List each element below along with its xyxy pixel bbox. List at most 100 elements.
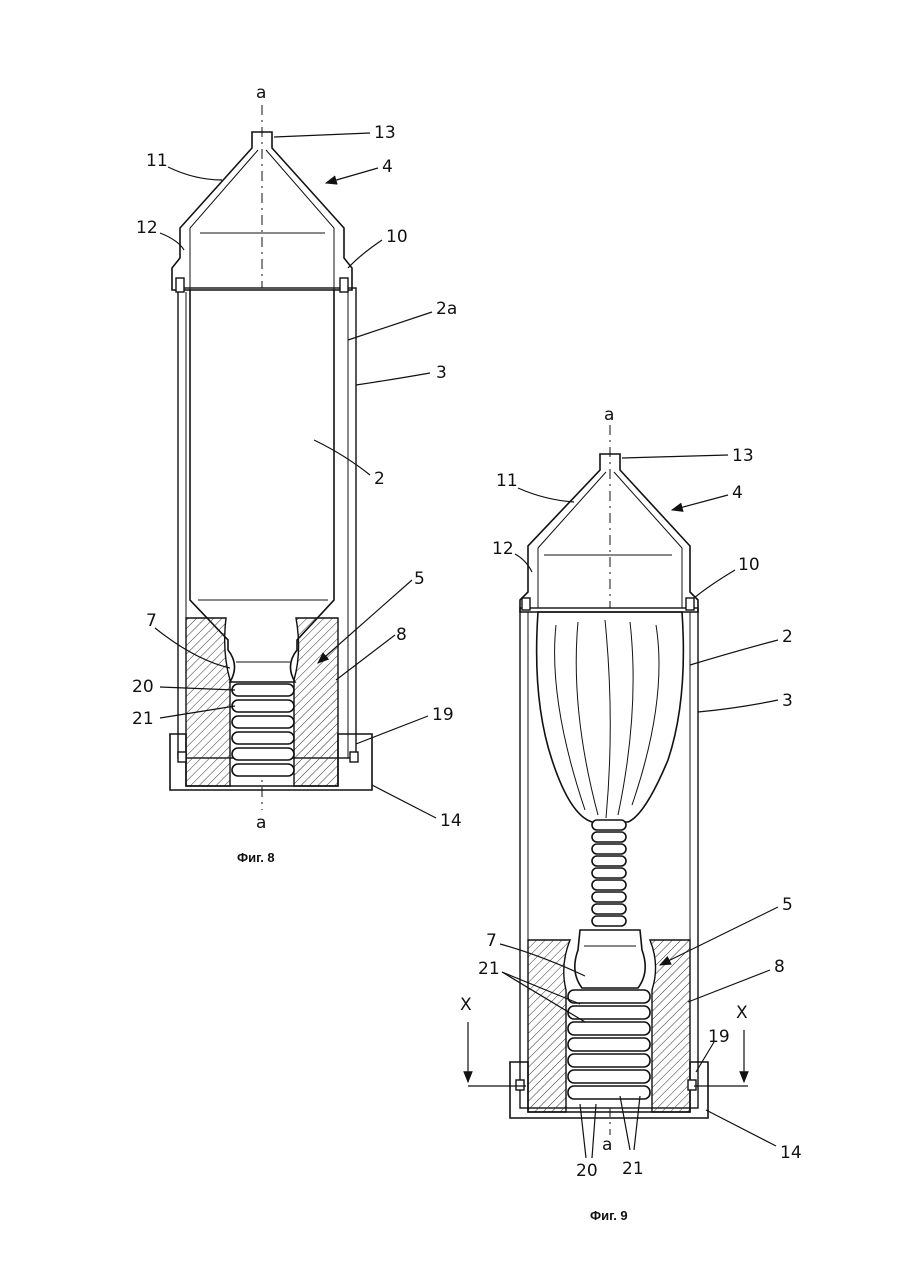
fig8-coil [232, 748, 294, 760]
fig9-neck-ring [592, 868, 626, 878]
fig9-label: 20 [576, 1161, 598, 1181]
fig8-coil [232, 700, 294, 712]
fig9-axis-label-bottom: a [602, 1135, 612, 1155]
fig8-base-clip-right [350, 752, 358, 762]
fig9-leader-10 [694, 570, 735, 598]
fig8-leader-2a [348, 312, 432, 340]
fig9-neck-ring [592, 820, 626, 830]
fig8-coil [232, 764, 294, 776]
fig9-neck-ring [592, 856, 626, 866]
fig9-leader-11 [518, 488, 574, 502]
fig8-label: 19 [432, 705, 454, 725]
fig8-leader-13 [274, 133, 370, 137]
fig8-coil [232, 716, 294, 728]
fig9-spring [568, 990, 650, 1099]
fig8-label: 13 [374, 123, 396, 143]
fig9-coil [568, 1022, 650, 1035]
fig8-leader-3 [356, 373, 430, 385]
fig9-section-label-right: X [736, 1003, 748, 1023]
fig9-label: 21 [622, 1159, 644, 1179]
fig9-neck-ring [592, 892, 626, 902]
fig9-label: 21 [478, 959, 500, 979]
fig8-label: 2 [374, 469, 385, 489]
fig8-base-clip-left [178, 752, 186, 762]
fig9-label: 10 [738, 555, 760, 575]
fig9-neck-ring [592, 880, 626, 890]
fig9-holder-right [650, 940, 690, 1112]
fig8-clip-right [340, 278, 348, 292]
fig9-clip-left [522, 598, 530, 610]
fig9-leader-4 [672, 495, 728, 510]
fig8-leader-10 [348, 240, 382, 268]
fig9-coil [568, 1006, 650, 1019]
fig9-axis-label-top: a [604, 405, 614, 425]
fig9-base-clip-right [688, 1080, 696, 1090]
fig9-corrugated-neck [592, 820, 626, 926]
fig9-coil [568, 1086, 650, 1099]
fig9-cap-inner-right [614, 472, 682, 608]
fig8-leader-14 [372, 785, 436, 818]
fig9-coil [568, 1054, 650, 1067]
fig9-coil [568, 1038, 650, 1051]
fig9-section-label-left: X [460, 995, 472, 1015]
fig9-neck-ring [592, 916, 626, 926]
fig9-label: 12 [492, 539, 514, 559]
fig9-neck-ring [592, 832, 626, 842]
fig8-holder-left [186, 618, 230, 786]
fig9-base-clip-left [516, 1080, 524, 1090]
fig8-label: 7 [146, 611, 157, 631]
fig9-leader-2 [690, 640, 778, 665]
fig9-leader-8 [688, 970, 770, 1002]
fig9-neck-ring [592, 844, 626, 854]
fig8-label: 12 [136, 218, 158, 238]
fig8-label: 3 [436, 363, 447, 383]
fig9-label: 14 [780, 1143, 802, 1163]
fig9-cap [520, 454, 698, 612]
fig8-label: 20 [132, 677, 154, 697]
fig8-leader-11 [168, 167, 222, 180]
fig9-leader-3 [698, 700, 778, 712]
fig8-coil [232, 732, 294, 744]
fig8-clip-left [176, 278, 184, 292]
fig9-clip-right [686, 598, 694, 610]
fig9-holder-left [528, 940, 570, 1112]
fig8-axis-label-top: a [256, 83, 266, 103]
fig9-leader-12 [515, 554, 532, 572]
fig8-label: 5 [414, 569, 425, 589]
fig8-label: 21 [132, 709, 154, 729]
fig8-cap-inner-right [266, 150, 334, 290]
figure-9: a a X X 13 11 4 12 10 2 3 5 7 21 8 19 14… [460, 405, 802, 1223]
figure-8: a a 13 11 4 12 10 2a 3 2 5 7 8 20 21 19 … [132, 83, 462, 865]
fig9-label: 2 [782, 627, 793, 647]
fig8-label: 14 [440, 811, 462, 831]
fig9-coil [568, 1070, 650, 1083]
fig9-label: 13 [732, 446, 754, 466]
fig9-leader-14 [706, 1110, 776, 1146]
fig8-label: 4 [382, 157, 393, 177]
fig8-axis-label-bottom: a [256, 813, 266, 833]
fig8-caption: Фиг. 8 [237, 850, 275, 865]
fig9-caption: Фиг. 9 [590, 1208, 628, 1223]
fig8-label: 10 [386, 227, 408, 247]
fig8-cap-inner-left [190, 150, 258, 290]
fig9-label: 7 [486, 931, 497, 951]
fig9-leader-13 [622, 455, 728, 458]
fig9-label: 5 [782, 895, 793, 915]
fig9-neck-ring [592, 904, 626, 914]
fig8-label: 8 [396, 625, 407, 645]
fig9-label: 8 [774, 957, 785, 977]
fig9-label: 3 [782, 691, 793, 711]
fig9-label: 4 [732, 483, 743, 503]
fig8-leader-4 [326, 168, 378, 183]
fig8-leader-19 [356, 716, 428, 744]
fig9-label: 11 [496, 471, 518, 491]
fig9-cap-inner-left [538, 472, 606, 608]
fig9-label: 19 [708, 1027, 730, 1047]
fig9-coil [568, 990, 650, 1003]
fig8-holder-right [294, 618, 338, 786]
fig8-label: 2a [436, 299, 457, 319]
fig8-label: 11 [146, 151, 168, 171]
fig8-coil [232, 684, 294, 696]
